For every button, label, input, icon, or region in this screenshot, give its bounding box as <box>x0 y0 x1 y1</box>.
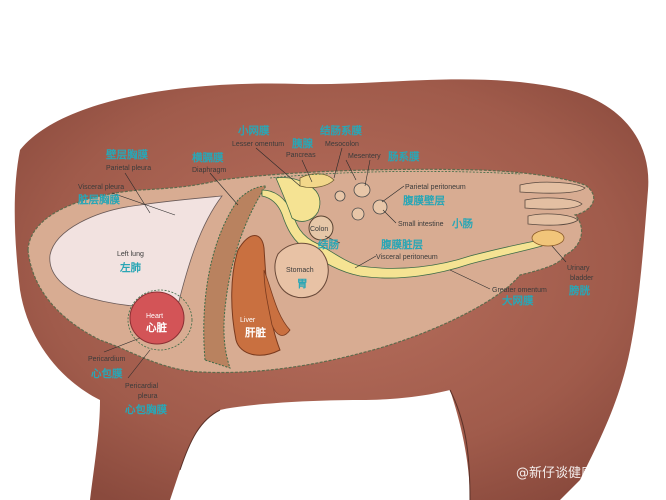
label-small-intestine-zh: 小肠 <box>451 217 473 230</box>
label-diaphragm-zh: 横膈膜 <box>192 151 224 164</box>
hind-leg-outline <box>449 389 471 500</box>
label-visceral-peritoneum-zh: 腹膜脏层 <box>381 238 423 251</box>
label-mesocolon-zh: 结肠系膜 <box>320 124 362 137</box>
urinary-bladder <box>531 229 565 247</box>
label-liver-en: Liver <box>240 317 256 324</box>
label-pericardial-en-1: Pericardial <box>125 383 159 390</box>
label-heart-zh: 心脏 <box>146 321 167 334</box>
label-small-intestine-en: Small intestine <box>398 221 444 228</box>
label-pancreas-en: Pancreas <box>286 152 316 159</box>
label-urinary-en-1: Urinary <box>567 265 590 272</box>
label-pericardial-pleura-zh: 心包胸膜 <box>125 403 167 416</box>
label-heart-en: Heart <box>146 313 163 320</box>
label-stomach-zh: 胃 <box>297 278 308 290</box>
diaphragm-band <box>203 185 267 369</box>
label-parietal-pleura-en: Parietal pleura <box>106 165 151 172</box>
label-mesentery-en: Mesentery <box>348 153 381 160</box>
pancreas <box>299 173 335 188</box>
label-visceral-peritoneum-en: Visceral peritoneum <box>376 254 438 261</box>
label-lesser-omentum-zh: 小网膜 <box>237 124 270 137</box>
label-parietal-peritoneum-zh: 腹膜壁层 <box>403 194 445 207</box>
leader-lines <box>103 147 567 379</box>
label-visceral-pleura-en: Visceral pleura <box>78 184 124 191</box>
label-greater-omentum-zh: 大网膜 <box>502 294 534 307</box>
label-urinary-en-2: bladder <box>570 275 594 282</box>
pericardium-outline <box>127 289 193 351</box>
label-lesser-omentum-en: Lesser omentum <box>232 141 284 148</box>
label-colon-en: Colon <box>310 226 328 233</box>
liver <box>231 235 281 356</box>
label-urinary-bladder-zh: 膀胱 <box>568 284 590 297</box>
heart <box>129 291 185 345</box>
stomach <box>274 242 329 298</box>
label-pericardium-en: Pericardium <box>88 356 126 363</box>
label-diaphragm-en: Diaphragm <box>192 167 226 174</box>
label-liver-zh: 肝脏 <box>245 326 266 339</box>
label-stomach-en: Stomach <box>286 267 314 274</box>
label-parietal-pleura-zh: 壁层胸膜 <box>106 148 148 161</box>
label-greater-omentum-en: Greater omentum <box>492 287 547 294</box>
label-left-lung-zh: 左肺 <box>119 261 141 274</box>
liver-lobe <box>263 269 291 336</box>
label-visceral-pleura-zh: 脏层胸膜 <box>78 193 120 206</box>
label-colon-zh: 结肠 <box>318 238 339 251</box>
small-intestine-loops <box>334 182 388 221</box>
watermark: @新仔谈健康 <box>516 465 594 481</box>
fore-leg-outline <box>179 409 221 471</box>
intestine-fingers <box>519 181 586 226</box>
label-mesocolon-en: Mesocolon <box>325 141 359 148</box>
label-pancreas-zh: 胰腺 <box>292 137 313 150</box>
left-lung <box>49 195 223 308</box>
label-mesentery-zh: 肠系膜 <box>388 150 420 163</box>
label-parietal-peritoneum-en: Parietal peritoneum <box>405 184 466 191</box>
label-pericardium-zh: 心包膜 <box>91 367 123 380</box>
colon <box>308 215 334 241</box>
label-left-lung-en: Left lung <box>117 251 144 258</box>
label-pericardial-en-2: pleura <box>138 393 158 400</box>
